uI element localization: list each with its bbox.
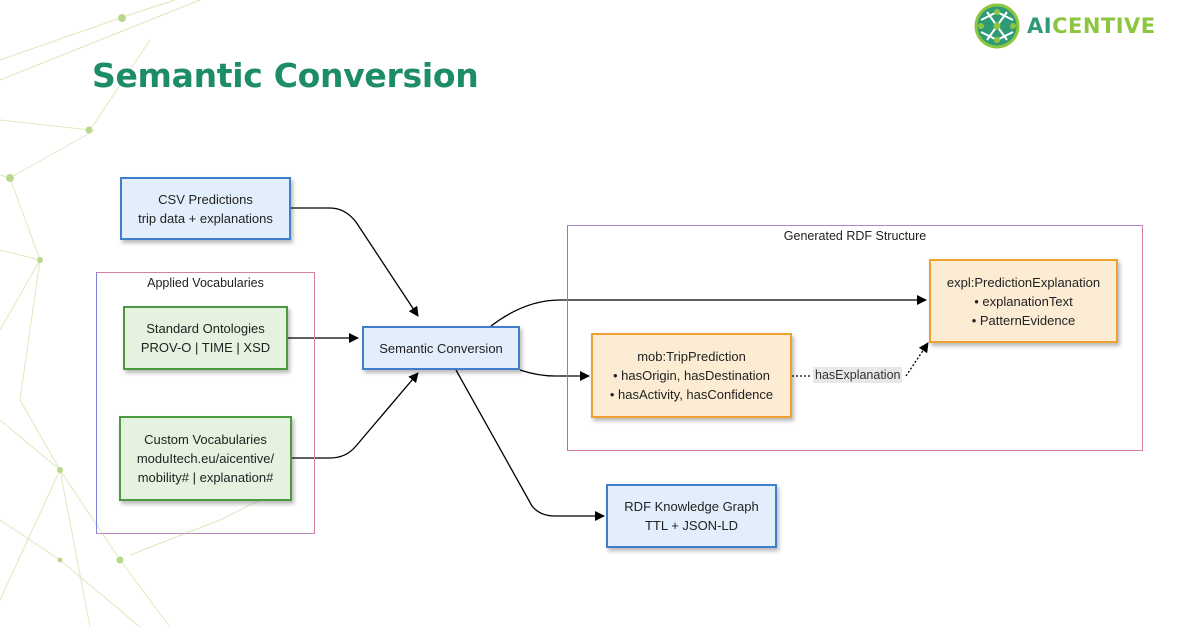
applied-vocabularies-group: Applied Vocabularies xyxy=(96,272,315,534)
csv-predictions-node: CSV Predictions trip data + explanations xyxy=(120,177,291,240)
logo-text-centive: CENTIVE xyxy=(1052,14,1156,38)
csv-predictions-title: CSV Predictions xyxy=(158,191,253,207)
arrow-trip-to-explanation xyxy=(792,343,928,377)
trip-prediction-prop-2: • hasActivity, hasConfidence xyxy=(609,387,774,402)
custom-vocabularies-url: moduItech.eu/aicentive/ xyxy=(136,451,275,466)
standard-ontologies-title: Standard Ontologies xyxy=(146,321,265,336)
prediction-explanation-prop-1: • explanationText xyxy=(974,293,1073,309)
prediction-explanation-title: expl:PredictionExplanation xyxy=(946,274,1101,290)
rdf-knowledge-graph-formats: TTL + JSON-LD xyxy=(644,518,739,533)
prediction-explanation-node: expl:PredictionExplanation • explanation… xyxy=(929,259,1118,343)
custom-vocabularies-namespaces: mobility# | explanation# xyxy=(137,470,274,485)
standard-ontologies-node: Standard Ontologies PROV-O | TIME | XSD xyxy=(123,306,288,370)
csv-predictions-subtitle: trip data + explanations xyxy=(138,210,273,226)
slide-title: Semantic Conversion xyxy=(92,56,479,95)
arrow-conversion-to-trip xyxy=(519,369,590,381)
custom-vocabularies-title: Custom Vocabularies xyxy=(144,432,267,447)
arrow-conversion-to-kg xyxy=(455,369,605,521)
has-explanation-edge-label: hasExplanation xyxy=(813,367,903,383)
custom-vocabularies-node: Custom Vocabularies moduItech.eu/aicenti… xyxy=(119,416,292,501)
logo-wordmark: AICENTIVE xyxy=(1027,14,1156,38)
prediction-explanation-prop-2: • PatternEvidence xyxy=(971,312,1076,328)
arrow-conversion-to-explanation xyxy=(490,295,927,327)
generated-rdf-structure-label: Generated RDF Structure xyxy=(783,229,927,243)
trip-prediction-prop-1: • hasOrigin, hasDestination xyxy=(612,368,771,383)
rdf-knowledge-graph-title: RDF Knowledge Graph xyxy=(624,499,759,514)
network-globe-icon xyxy=(974,3,1020,49)
rdf-knowledge-graph-node: RDF Knowledge Graph TTL + JSON-LD xyxy=(606,484,777,548)
arrow-csv-to-conversion xyxy=(291,207,419,317)
decorative-network-background xyxy=(0,0,260,627)
logo-text-ai: AI xyxy=(1027,14,1053,38)
semantic-conversion-node: Semantic Conversion xyxy=(362,326,520,370)
applied-vocabularies-label: Applied Vocabularies xyxy=(147,276,264,290)
aicentive-logo: AICENTIVE xyxy=(973,2,1156,50)
trip-prediction-node: mob:TripPrediction • hasOrigin, hasDesti… xyxy=(591,333,792,418)
semantic-conversion-label: Semantic Conversion xyxy=(379,340,503,356)
standard-ontologies-subtitle: PROV-O | TIME | XSD xyxy=(140,340,271,355)
generated-rdf-structure-group: Generated RDF Structure xyxy=(567,225,1143,451)
arrow-custom-to-conversion xyxy=(292,372,419,459)
trip-prediction-title: mob:TripPrediction xyxy=(637,349,746,364)
